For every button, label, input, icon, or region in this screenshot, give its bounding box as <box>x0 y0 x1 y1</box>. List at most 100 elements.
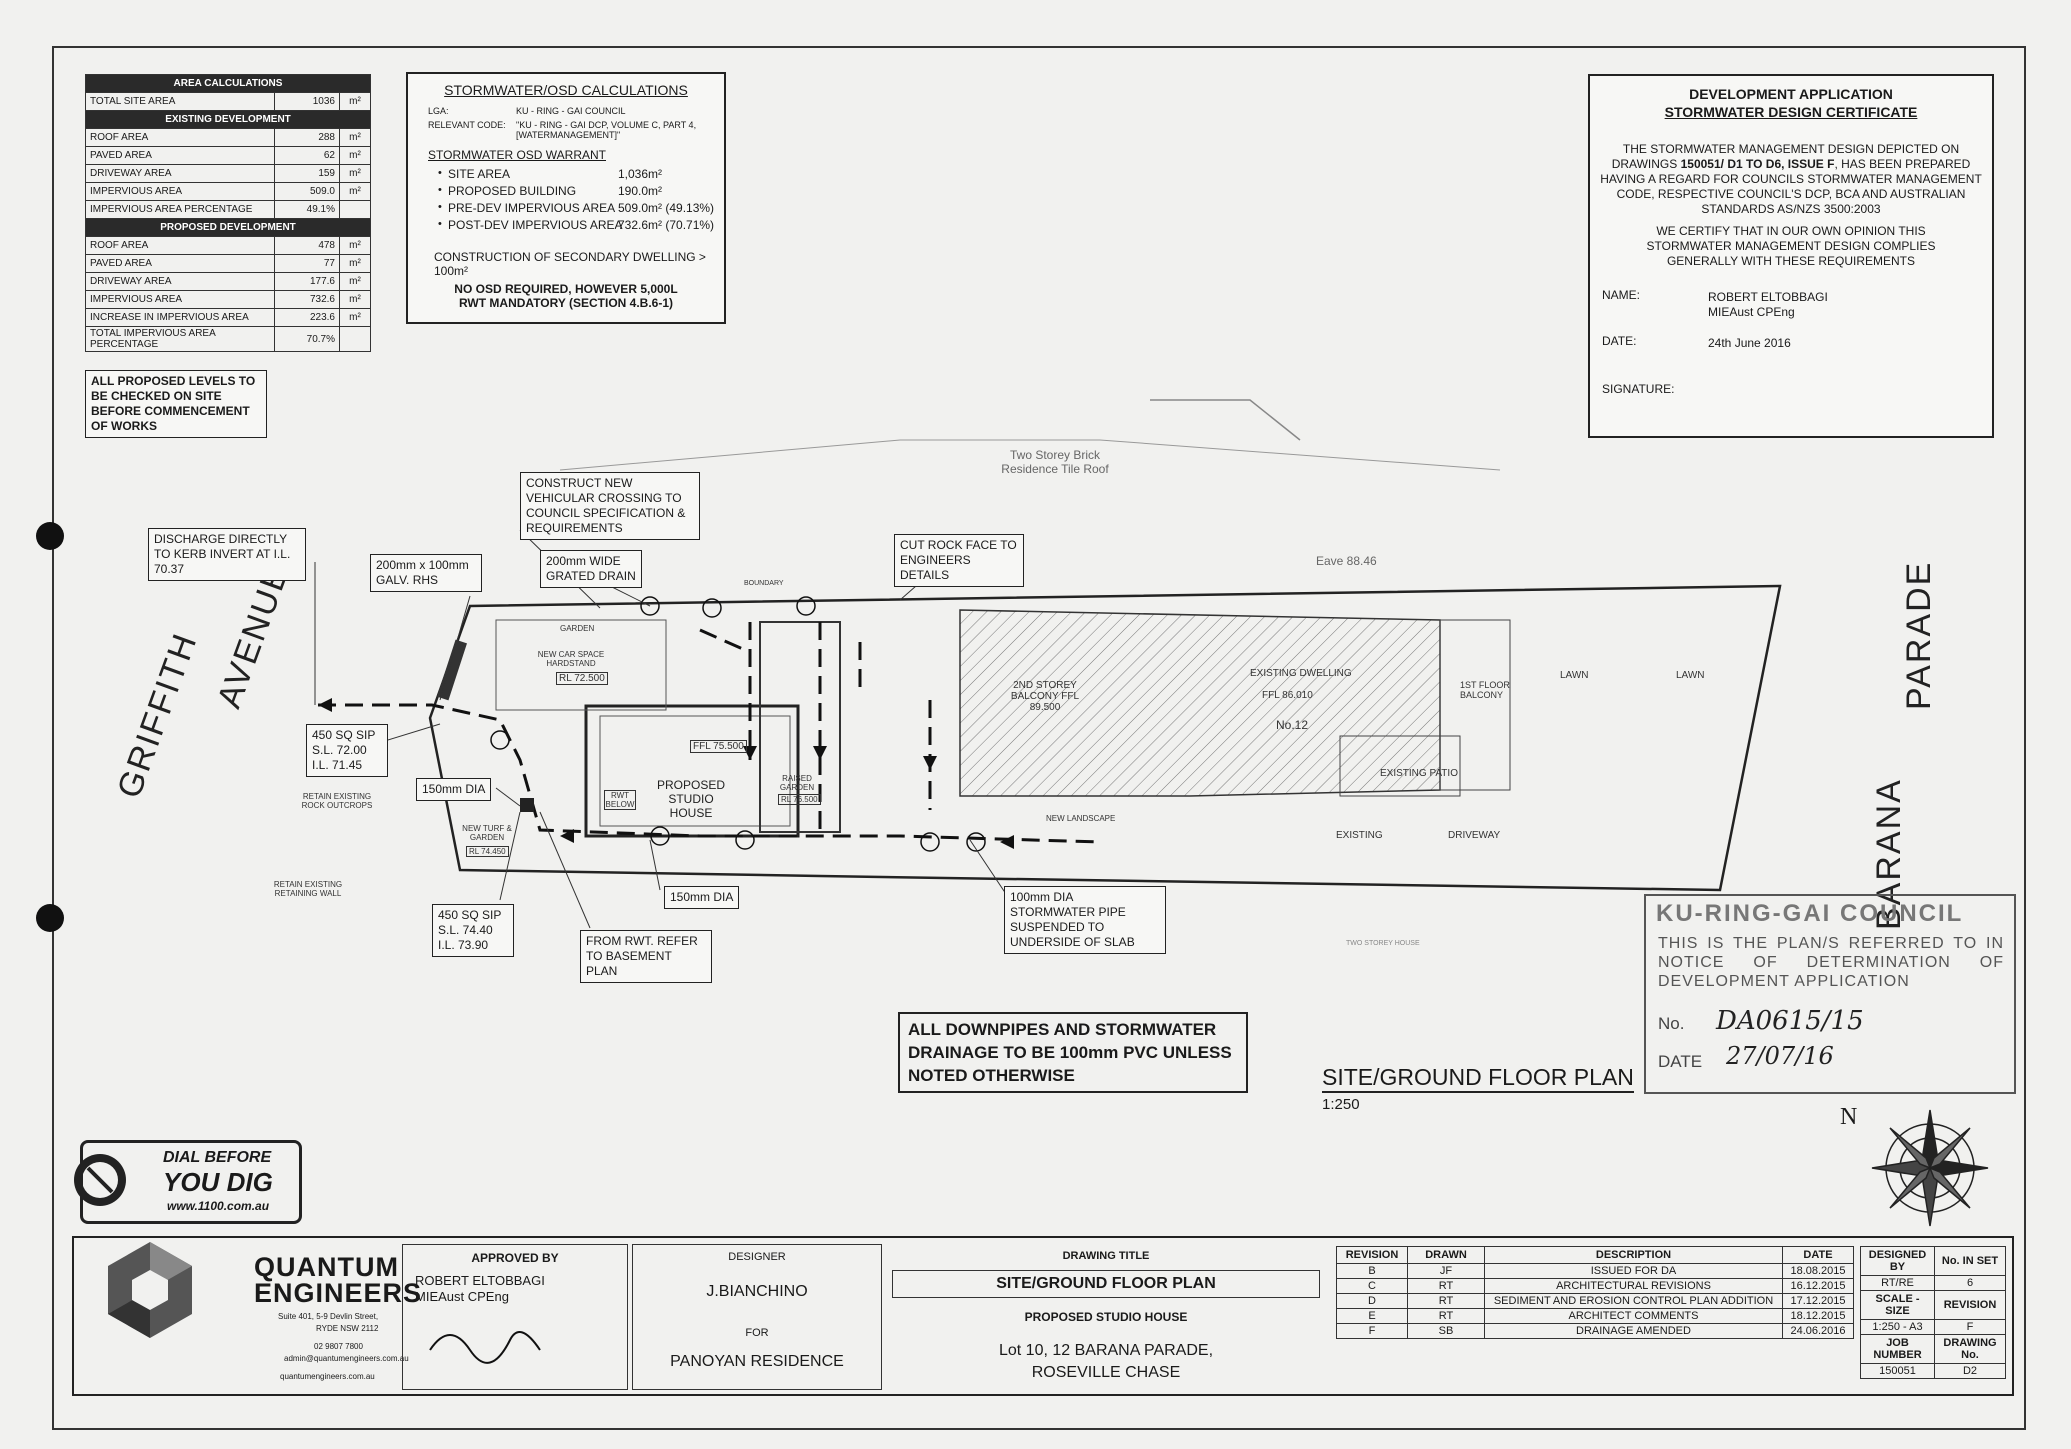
dwg-value: D2 <box>1934 1363 2006 1379</box>
rev-cell: 17.12.2015 <box>1782 1293 1854 1309</box>
rl-car-label: RL 72.500 <box>556 672 608 685</box>
rl-turf-label: RL 74.450 <box>466 846 509 857</box>
plan-scale: 1:250 <box>1322 1096 1360 1113</box>
callout-150-dia-a: 150mm DIA <box>416 778 492 801</box>
callout-vehicular-crossing: CONSTRUCT NEW VEHICULAR CROSSING TO COUN… <box>520 472 700 540</box>
new-landscape-label: NEW LANDSCAPE <box>1046 814 1116 823</box>
raised-garden-label: RAISED GARDEN <box>779 774 815 792</box>
row-value: 478 <box>274 236 340 255</box>
ffl-existing-label: FFL 86.010 <box>1262 690 1313 701</box>
row-value: 159 <box>274 164 340 183</box>
dial-before-you-dig: DIAL BEFORE YOU DIG www.1100.com.au <box>80 1140 302 1224</box>
designed-by-label: DESIGNED BY <box>1860 1246 1935 1276</box>
row-value: 49.1% <box>274 200 340 219</box>
callout-galv-rhs: 200mm x 100mm GALV. RHS <box>370 554 482 592</box>
unit: m² <box>339 290 371 309</box>
bullet: • <box>438 167 442 179</box>
no12-label: No.12 <box>1276 718 1309 732</box>
boundary-label: BOUNDARY <box>744 580 784 587</box>
revision-label: REVISION <box>1934 1290 2006 1320</box>
rev-cell: RT <box>1407 1308 1485 1324</box>
dial-url: www.1100.com.au <box>167 1199 270 1213</box>
row-value: 288 <box>274 128 340 147</box>
dial-line2: YOU DIG <box>163 1167 273 1197</box>
rev-header: DATE <box>1782 1246 1854 1264</box>
dwg-label: DRAWING No. <box>1934 1334 2006 1364</box>
approved-name: ROBERT ELTOBBAGI <box>415 1273 545 1288</box>
row-label: ROOF AREA <box>85 236 275 255</box>
drawing-title-label: DRAWING TITLE <box>1062 1250 1150 1262</box>
for-label: FOR <box>745 1327 769 1339</box>
drawing-title-cell: DRAWING TITLE SITE/GROUND FLOOR PLAN PRO… <box>886 1244 1326 1388</box>
rl-raised-label: RL 76.500 <box>778 794 821 805</box>
studio-label: PROPOSED STUDIO HOUSE <box>656 778 725 820</box>
designer-label: DESIGNER <box>728 1251 786 1263</box>
unit: m² <box>339 128 371 147</box>
proposed-header: PROPOSED DEVELOPMENT <box>85 218 371 237</box>
lga-label: LGA: <box>428 106 449 116</box>
rev-cell: C <box>1336 1278 1408 1294</box>
cert-para1: THE STORMWATER MANAGEMENT DESIGN DEPICTE… <box>1598 142 1984 217</box>
total-site-value: 1036 <box>274 92 340 111</box>
rev-cell: 18.08.2015 <box>1782 1263 1854 1279</box>
rev-cell: ISSUED FOR DA <box>1484 1263 1783 1279</box>
north-arrow <box>1871 1109 1989 1227</box>
stormwater-certificate: DEVELOPMENT APPLICATION STORMWATER DESIG… <box>1588 74 1994 438</box>
unit: m² <box>339 272 371 291</box>
unit: m² <box>339 308 371 327</box>
unit: m² <box>339 254 371 273</box>
project-value: PROPOSED STUDIO HOUSE <box>1024 1310 1188 1324</box>
two-storey-house-label: TWO STOREY HOUSE <box>1346 940 1420 947</box>
existing-label: EXISTING <box>1336 830 1383 841</box>
cert-title1: DEVELOPMENT APPLICATION <box>1689 86 1893 102</box>
lawn-label-2: LAWN <box>1676 670 1705 681</box>
date-label: DATE: <box>1602 334 1637 348</box>
rev-cell: SEDIMENT AND EROSION CONTROL PLAN ADDITI… <box>1484 1293 1783 1309</box>
warrant-title: STORMWATER OSD WARRANT <box>428 148 606 162</box>
cert-para1-c: , HAS BEEN PREPARED HAVING A REGARD FOR … <box>1600 157 1982 216</box>
sip2-il: I.L. 73.90 <box>438 938 489 952</box>
row-label: DRIVEWAY AREA <box>85 164 275 183</box>
sip2-sl: S.L. 74.40 <box>438 923 493 937</box>
rev-header: REVISION <box>1336 1246 1408 1264</box>
company-phone: 02 9807 7800 <box>314 1342 363 1351</box>
row-label: DRIVEWAY AREA <box>85 272 275 291</box>
sip2-title: 450 SQ SIP <box>438 908 502 922</box>
construction-note: CONSTRUCTION OF SECONDARY DWELLING > 100… <box>434 250 706 278</box>
raised-garden-outline <box>759 621 841 833</box>
unit: m² <box>339 236 371 255</box>
no-in-set-label: No. IN SET <box>1934 1246 2006 1276</box>
car-space-outline <box>495 619 667 711</box>
revision-value: F <box>1934 1319 2006 1335</box>
dial-line1: DIAL BEFORE <box>163 1149 272 1166</box>
new-turf-label: NEW TURF & GARDEN <box>462 824 512 842</box>
name-value: ROBERT ELTOBBAGI <box>1708 290 1828 304</box>
dial-before-you-dig-logo-shape <box>74 1154 126 1206</box>
callout-grated-drain: 200mm WIDE GRATED DRAIN <box>540 550 642 588</box>
callout-from-rwt: FROM RWT. REFER TO BASEMENT PLAN <box>580 930 712 983</box>
rev-cell: E <box>1336 1308 1408 1324</box>
lga-value: KU - RING - GAI COUNCIL <box>516 106 626 116</box>
existing-patio-label: EXISTING PATIO <box>1380 768 1458 779</box>
existing-dwelling-outline <box>959 609 1441 797</box>
row-value: 509.0 <box>274 182 340 201</box>
row-label: TOTAL IMPERVIOUS AREA PERCENTAGE <box>85 326 275 352</box>
row-label: IMPERVIOUS AREA <box>85 182 275 201</box>
company-addr1: Suite 401, 5-9 Devlin Street, <box>278 1312 379 1321</box>
driveway-label: DRIVEWAY <box>1448 830 1501 841</box>
code-label: RELEVANT CODE: <box>428 120 506 130</box>
date-value: 24th June 2016 <box>1708 336 1791 350</box>
company-web: quantumengineers.com.au <box>280 1372 375 1381</box>
scale-value: 1:250 - A3 <box>1860 1319 1935 1335</box>
sip-pit <box>520 798 534 812</box>
council-no-label: No. <box>1658 1014 1685 1033</box>
grated-drain <box>437 639 467 701</box>
rev-cell: 16.12.2015 <box>1782 1278 1854 1294</box>
rev-cell: F <box>1336 1323 1408 1339</box>
